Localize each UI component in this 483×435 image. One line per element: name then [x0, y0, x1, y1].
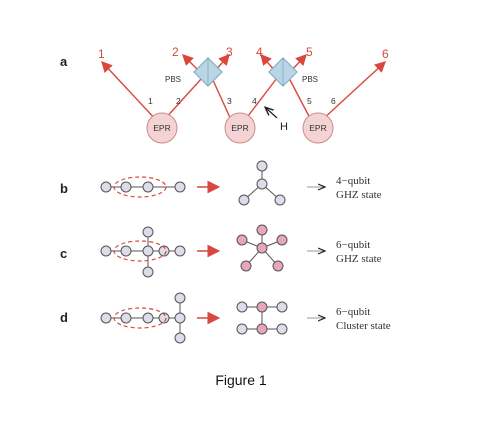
panel-b-diagram: 4−qubit GHZ state — [100, 160, 382, 206]
node — [174, 332, 186, 344]
fusion-ellipse — [113, 307, 167, 329]
state-d-line1: 6−qubit — [336, 306, 370, 318]
node — [174, 245, 186, 257]
node — [276, 234, 288, 246]
fusion-ellipse — [113, 176, 167, 198]
in-port-6: 6 — [331, 96, 336, 106]
node — [142, 312, 154, 324]
panel-d-diagram: 6−qubit Cluster state — [100, 292, 391, 344]
epr-label-2: EPR — [231, 123, 248, 133]
out-port-5: 5 — [306, 45, 313, 59]
node — [272, 260, 284, 272]
beam-2-in — [163, 77, 203, 121]
state-b-line1: 4−qubit — [336, 175, 370, 187]
node — [174, 181, 186, 193]
panel-a-diagram: PBS PBS 1 2 3 4 5 6 1 2 3 4 5 6 EPR EPR … — [98, 45, 389, 144]
node — [142, 181, 154, 193]
state-b-line2: GHZ state — [336, 189, 382, 201]
node — [256, 160, 268, 172]
node — [276, 301, 288, 313]
node — [274, 194, 286, 206]
node — [100, 181, 112, 193]
node — [238, 194, 250, 206]
node — [240, 260, 252, 272]
state-c-line2: GHZ state — [336, 253, 382, 265]
epr-source-3 — [302, 112, 334, 144]
state-d-line2: Cluster state — [336, 320, 391, 332]
h-label: H — [280, 121, 288, 133]
node — [142, 226, 154, 238]
beam-5-in — [288, 77, 313, 123]
in-port-3: 3 — [227, 96, 232, 106]
out-port-4: 4 — [256, 45, 263, 59]
panel-c-diagram: 6−qubit GHZ state — [100, 224, 382, 278]
state-c-line1: 6−qubit — [336, 239, 370, 251]
out-port-1: 1 — [98, 47, 105, 61]
in-port-2: 2 — [176, 96, 181, 106]
node — [120, 312, 132, 324]
in-port-4: 4 — [252, 96, 257, 106]
node — [120, 181, 132, 193]
beam-3-in — [211, 77, 233, 123]
node — [256, 224, 268, 236]
out-port-6: 6 — [382, 47, 389, 61]
beam-6 — [321, 61, 387, 121]
node — [158, 312, 170, 324]
beam-1 — [101, 60, 159, 123]
node — [256, 301, 268, 313]
node — [142, 266, 154, 278]
node — [276, 323, 288, 335]
pbs-left — [193, 57, 223, 87]
node — [100, 245, 112, 257]
out-port-2: 2 — [172, 45, 179, 59]
node — [100, 312, 112, 324]
node — [174, 292, 186, 304]
node — [236, 323, 248, 335]
pbs-label-right: PBS — [302, 75, 318, 84]
epr-label-3: EPR — [309, 123, 326, 133]
panel-label-a: a — [60, 54, 68, 69]
in-port-5: 5 — [307, 96, 312, 106]
node — [120, 245, 132, 257]
panel-label-d: d — [60, 310, 68, 325]
node — [256, 323, 268, 335]
node — [256, 242, 268, 254]
node — [236, 301, 248, 313]
pbs-right — [268, 57, 298, 87]
fusion-ellipse — [113, 240, 167, 262]
epr-source-1 — [146, 112, 178, 144]
figure-caption: Figure 1 — [215, 372, 267, 388]
node — [256, 178, 268, 190]
node — [174, 312, 186, 324]
epr-source-2 — [224, 112, 256, 144]
node — [158, 245, 170, 257]
epr-label-1: EPR — [153, 123, 170, 133]
panel-label-c: c — [60, 246, 67, 261]
out-port-3: 3 — [226, 45, 233, 59]
beam-4-in — [244, 77, 278, 121]
h-arrow — [266, 108, 278, 119]
in-port-1: 1 — [148, 96, 153, 106]
node — [236, 234, 248, 246]
pbs-label-left: PBS — [165, 75, 181, 84]
panel-label-b: b — [60, 181, 68, 196]
node — [142, 245, 154, 257]
